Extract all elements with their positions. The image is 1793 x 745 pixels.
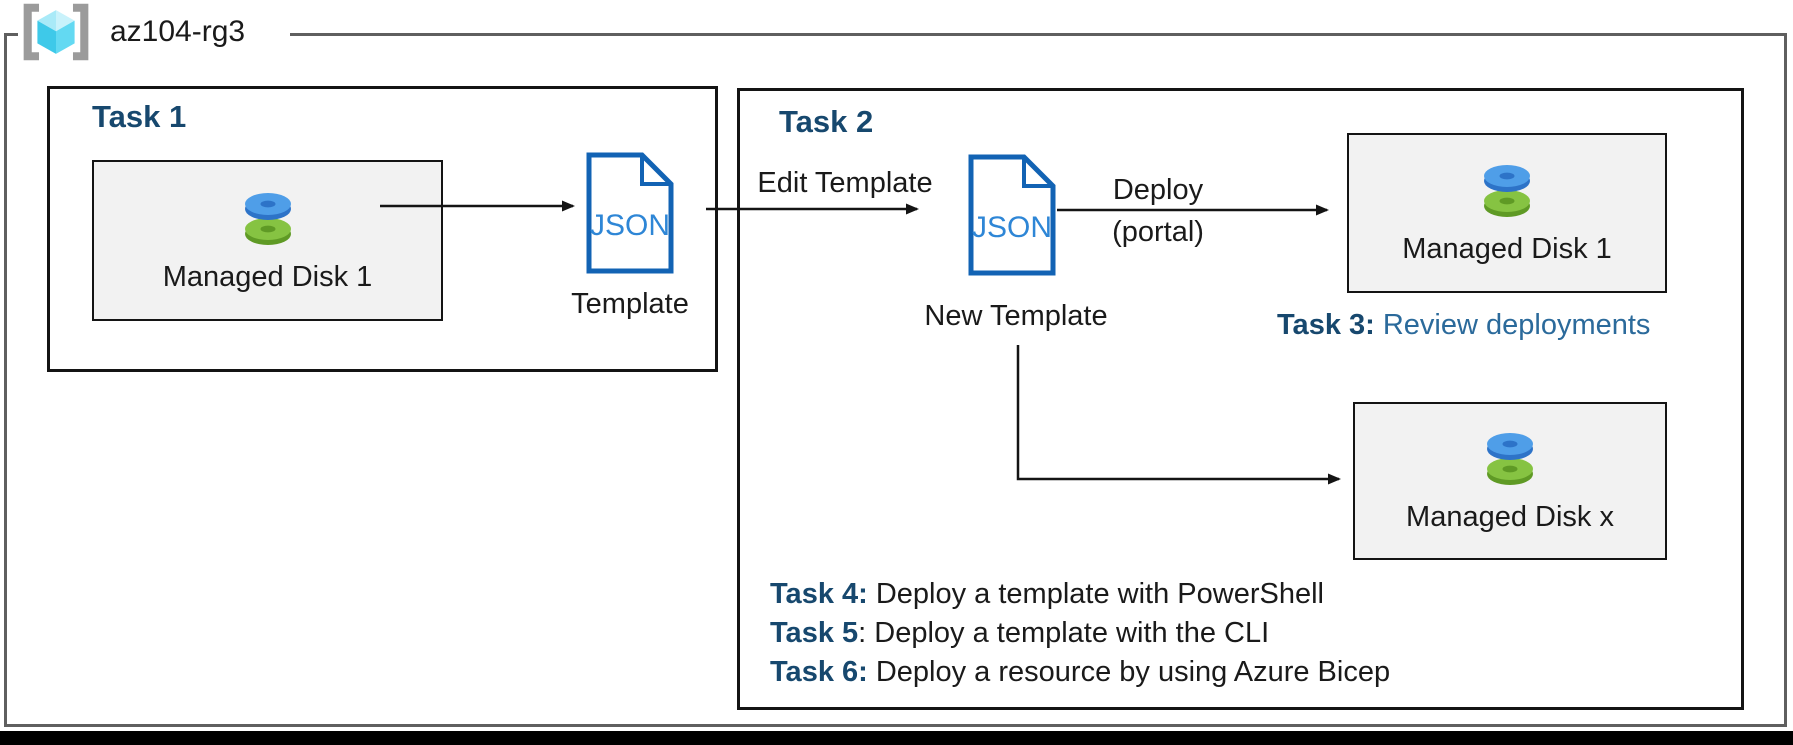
edit-template-arrow-label: Edit Template [757,167,933,199]
deploy-arrow-label: Deploy [1112,174,1204,206]
resource-group-icon [18,1,94,68]
managed-disk-1-box: Managed Disk 1 [92,160,443,321]
task5-text: : Deploy a template with the CLI [858,617,1270,649]
bracket-left [23,3,40,60]
new-template-label: New Template [924,300,1108,332]
task4-prefix: Task 4: [770,578,868,610]
task6-text: Deploy a resource by using Azure Bicep [867,656,1391,688]
template-label: Template [571,288,689,320]
task-list: Task 4: Deploy a template with PowerShel… [770,575,1390,692]
bracket-right [72,3,89,60]
task3-note: Task 3: Review deployments [1277,309,1650,342]
resource-group-header: az104-rg3 [18,2,290,66]
managed-disk-icon [1474,160,1540,227]
task3-text: Review deployments [1374,309,1651,341]
json-file-text: JSON [972,211,1052,244]
managed-disk-icon [235,188,301,255]
json-new-template-icon: JSON [967,154,1057,281]
json-template-icon: JSON [586,152,674,279]
managed-disk-x-label: Managed Disk x [1406,501,1614,533]
task3-prefix: Task 3: [1277,309,1375,341]
task-list-item: Task 5: Deploy a template with the CLI [770,614,1390,653]
task5-prefix: Task 5 [770,617,859,649]
deploy-portal-label: (portal) [1112,216,1204,248]
task-list-item: Task 6: Deploy a resource by using Azure… [770,653,1390,692]
managed-disk-icon [1477,428,1543,495]
task2-heading: Task 2 [779,104,874,139]
managed-disk-1-label: Managed Disk 1 [162,260,373,293]
managed-disk-1-deployed-label: Managed Disk 1 [1402,233,1612,265]
task-list-item: Task 4: Deploy a template with PowerShel… [770,575,1390,614]
json-file-text: JSON [590,209,670,242]
task6-prefix: Task 6: [770,656,868,688]
task1-heading: Task 1 [92,99,187,134]
managed-disk-1-deployed-box: Managed Disk 1 [1347,133,1667,293]
task4-text: Deploy a template with PowerShell [867,578,1324,610]
bottom-black-bar [0,731,1793,745]
resource-group-boundary [4,33,1787,727]
managed-disk-x-box: Managed Disk x [1353,402,1667,560]
resource-group-label: az104-rg3 [110,15,246,48]
